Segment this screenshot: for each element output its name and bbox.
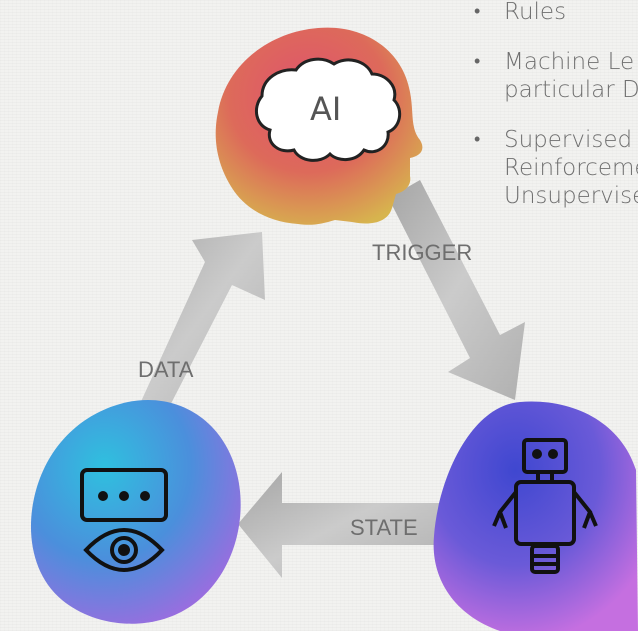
brain-icon <box>254 57 402 162</box>
bullet-text: Rules <box>504 0 567 25</box>
arrow-trigger <box>385 180 525 400</box>
bullet-text: Supervised <box>504 127 633 153</box>
bullet-text: particular D <box>504 77 638 103</box>
eye-sensor-icon <box>80 468 168 572</box>
arrow-data <box>122 232 265 425</box>
bullet-dot-icon: • <box>474 129 481 150</box>
edge-label-trigger: TRIGGER <box>372 240 472 265</box>
node-ai: AI <box>215 27 423 225</box>
edge-label-data: DATA <box>138 357 194 382</box>
node-sensor <box>30 399 241 624</box>
node-ai-label: AI <box>310 90 341 128</box>
node-robot <box>433 401 638 631</box>
edge-label-state: STATE <box>350 515 418 540</box>
arrow-state <box>238 472 440 578</box>
bullet-item: • Supervised Reinforceme Unsupervise <box>470 126 638 210</box>
bullet-dot-icon: • <box>474 51 481 72</box>
bullet-item: • Machine Le particular D <box>470 48 638 104</box>
bullet-text: Machine Le <box>504 49 635 75</box>
bullet-list: • Rules • Machine Le particular D • Supe… <box>470 0 638 232</box>
bullet-text: Unsupervise <box>504 183 638 209</box>
robot-icon <box>492 438 598 574</box>
bullet-text: Reinforceme <box>504 155 638 181</box>
bullet-dot-icon: • <box>474 1 481 22</box>
bullet-item: • Rules <box>470 0 638 26</box>
